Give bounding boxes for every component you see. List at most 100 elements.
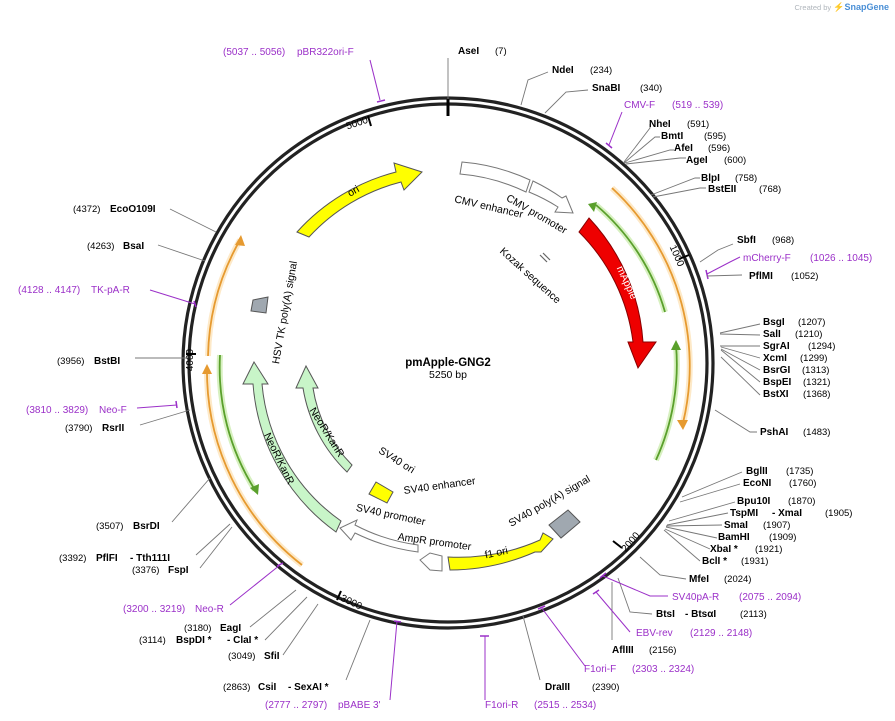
enzyme-label-bamhi: BamHI(1909) [718, 532, 796, 543]
enzyme-position: (2024) [724, 574, 751, 585]
enzyme-name: PflFI [96, 553, 118, 564]
enzyme-name: SgrAI [763, 341, 790, 352]
primer-name: F1ori-R [485, 700, 518, 711]
enzyme-name: BsgI [763, 317, 785, 328]
enzyme-label-ndei: NdeI (234) [552, 65, 612, 76]
enzyme-position: (2156) [649, 645, 676, 656]
snapgene-bolt-icon: ⚡ [833, 2, 845, 12]
enzyme-label-rsrii: (3790)RsrII [65, 423, 124, 434]
enzyme-name: BspEI [763, 377, 792, 388]
feature-label: HSV TK poly(A) signal [270, 260, 300, 365]
enzyme-position: (1299) [800, 353, 827, 364]
enzyme-name: SnaBI [592, 83, 621, 94]
enzyme-position: (3114) [139, 635, 166, 646]
primer-label-sv40pa-r: SV40pA-R(2075 .. 2094) [672, 592, 801, 603]
enzyme-label-afei: AfeI(596) [674, 143, 730, 154]
primer-range: (4128 .. 4147) [18, 285, 80, 296]
primer-name: F1ori-F [584, 664, 616, 675]
enzyme-name: NdeI [552, 65, 574, 76]
enzyme-position: (1905) [825, 508, 852, 519]
enzyme-label-bsgi: BsgI (1207) [763, 317, 825, 328]
enzyme-position: (600) [724, 155, 746, 166]
enzyme-label-bsrgi: BsrGI(1313) [763, 365, 829, 376]
enzyme-name: SbfI [737, 235, 756, 246]
enzyme-label-pshai: PshAI(1483) [760, 427, 830, 438]
primer-labels: (5037 .. 5056)pBR322ori-F CMV-F(519 .. 5… [18, 47, 872, 711]
enzyme-position: (2390) [592, 682, 619, 693]
enzyme-label-bstxi: BstXI(1368) [763, 389, 830, 400]
features [242, 161, 657, 572]
primer-range: (519 .. 539) [672, 100, 723, 111]
enzyme-position: (1483) [803, 427, 830, 438]
enzyme-label-xbai: XbaI *(1921) [710, 544, 782, 555]
enzyme-label-sali: SalI (1210) [763, 329, 822, 340]
enzyme-label-blpi: BlpI(758) [701, 173, 757, 184]
enzyme-name: BclI * [702, 556, 727, 567]
primer-range: (3810 .. 3829) [26, 405, 88, 416]
enzyme-name: FspI [168, 565, 189, 576]
primer-leader-lines [136, 59, 741, 701]
tick-label: 2000 [620, 530, 643, 554]
primer-name: Neo-R [195, 604, 224, 615]
primer-label-cmv-f: CMV-F(519 .. 539) [624, 100, 723, 111]
enzyme-position: (3956) [57, 356, 84, 367]
enzyme-name: BstBI [94, 356, 120, 367]
enzyme-name: TspMI [730, 508, 758, 519]
feature-ori [296, 162, 423, 238]
enzyme-extra: - Tth111I [130, 553, 170, 564]
enzyme-label-afliii: AflIII(2156) [612, 645, 676, 656]
enzyme-name: AgeI [686, 155, 708, 166]
orf-arc [218, 354, 256, 491]
enzyme-label-mfei: MfeI(2024) [689, 574, 751, 585]
enzyme-name: EcoO109I [110, 204, 156, 215]
orf-arc [207, 239, 241, 357]
enzyme-position: (3180) [184, 623, 211, 634]
feature-label: ori [345, 183, 361, 199]
enzyme-label-ecoo109i: (4372)EcoO109I [73, 204, 156, 215]
primer-range: (2777 .. 2797) [265, 700, 327, 711]
enzyme-name: SfiI [264, 651, 280, 662]
enzyme-extra: - XmaI [772, 508, 802, 519]
feature-f1-ori [447, 532, 554, 571]
enzyme-name: BsaI [123, 241, 144, 252]
orf-arcs [202, 185, 693, 568]
enzyme-position: (1760) [789, 478, 816, 489]
enzyme-name: SalI [763, 329, 781, 340]
enzyme-name: BamHI [718, 532, 750, 543]
enzyme-position: (234) [590, 65, 612, 76]
primer-name: SV40pA-R [672, 592, 719, 603]
enzyme-position: (1870) [788, 496, 815, 507]
enzyme-label-btsi: BtsI- BtsαI(2113) [656, 609, 767, 620]
enzyme-label-bsteii: BstEII(768) [708, 184, 781, 195]
enzyme-position: (4263) [87, 241, 114, 252]
enzyme-position: (2863) [223, 682, 250, 693]
enzyme-name: BsrGI [763, 365, 790, 376]
primer-range: (1026 .. 1045) [810, 253, 872, 264]
enzyme-position: (3790) [65, 423, 92, 434]
enzyme-position: (1921) [755, 544, 782, 555]
enzyme-name: AseI [458, 46, 479, 57]
enzyme-label-bspdi: (3114)BspDI *- ClaI * [139, 635, 258, 646]
primer-label-f1ori-r: F1ori-R(2515 .. 2534) [485, 700, 596, 711]
feature-label: SV40 ori [376, 445, 417, 477]
enzyme-position: (7) [495, 46, 507, 57]
enzyme-position: (1735) [786, 466, 813, 477]
feature-ampr-promoter [419, 552, 443, 572]
enzyme-position: (1207) [798, 317, 825, 328]
primer-range: (2129 .. 2148) [690, 628, 752, 639]
enzyme-position: (1321) [803, 377, 830, 388]
enzyme-label-agei: AgeI (600) [686, 155, 746, 166]
enzyme-label-sfii: (3049) SfiI [228, 651, 280, 662]
primer-name: EBV-rev [636, 628, 673, 639]
enzyme-position: (3049) [228, 651, 255, 662]
enzyme-position: (1210) [795, 329, 822, 340]
enzyme-label-bmti: BmtI(595) [661, 131, 726, 142]
enzyme-extra: - BtsαI [685, 609, 716, 620]
feature-kozak-sequence [539, 254, 548, 263]
enzyme-label-pflmi: PflMI(1052) [749, 271, 818, 282]
enzyme-name: BstXI [763, 389, 789, 400]
primer-range: (3200 .. 3219) [123, 604, 185, 615]
feature-label: SV40 enhancer [403, 475, 477, 497]
orf-arc [206, 369, 303, 566]
enzyme-position: (3376) [132, 565, 159, 576]
